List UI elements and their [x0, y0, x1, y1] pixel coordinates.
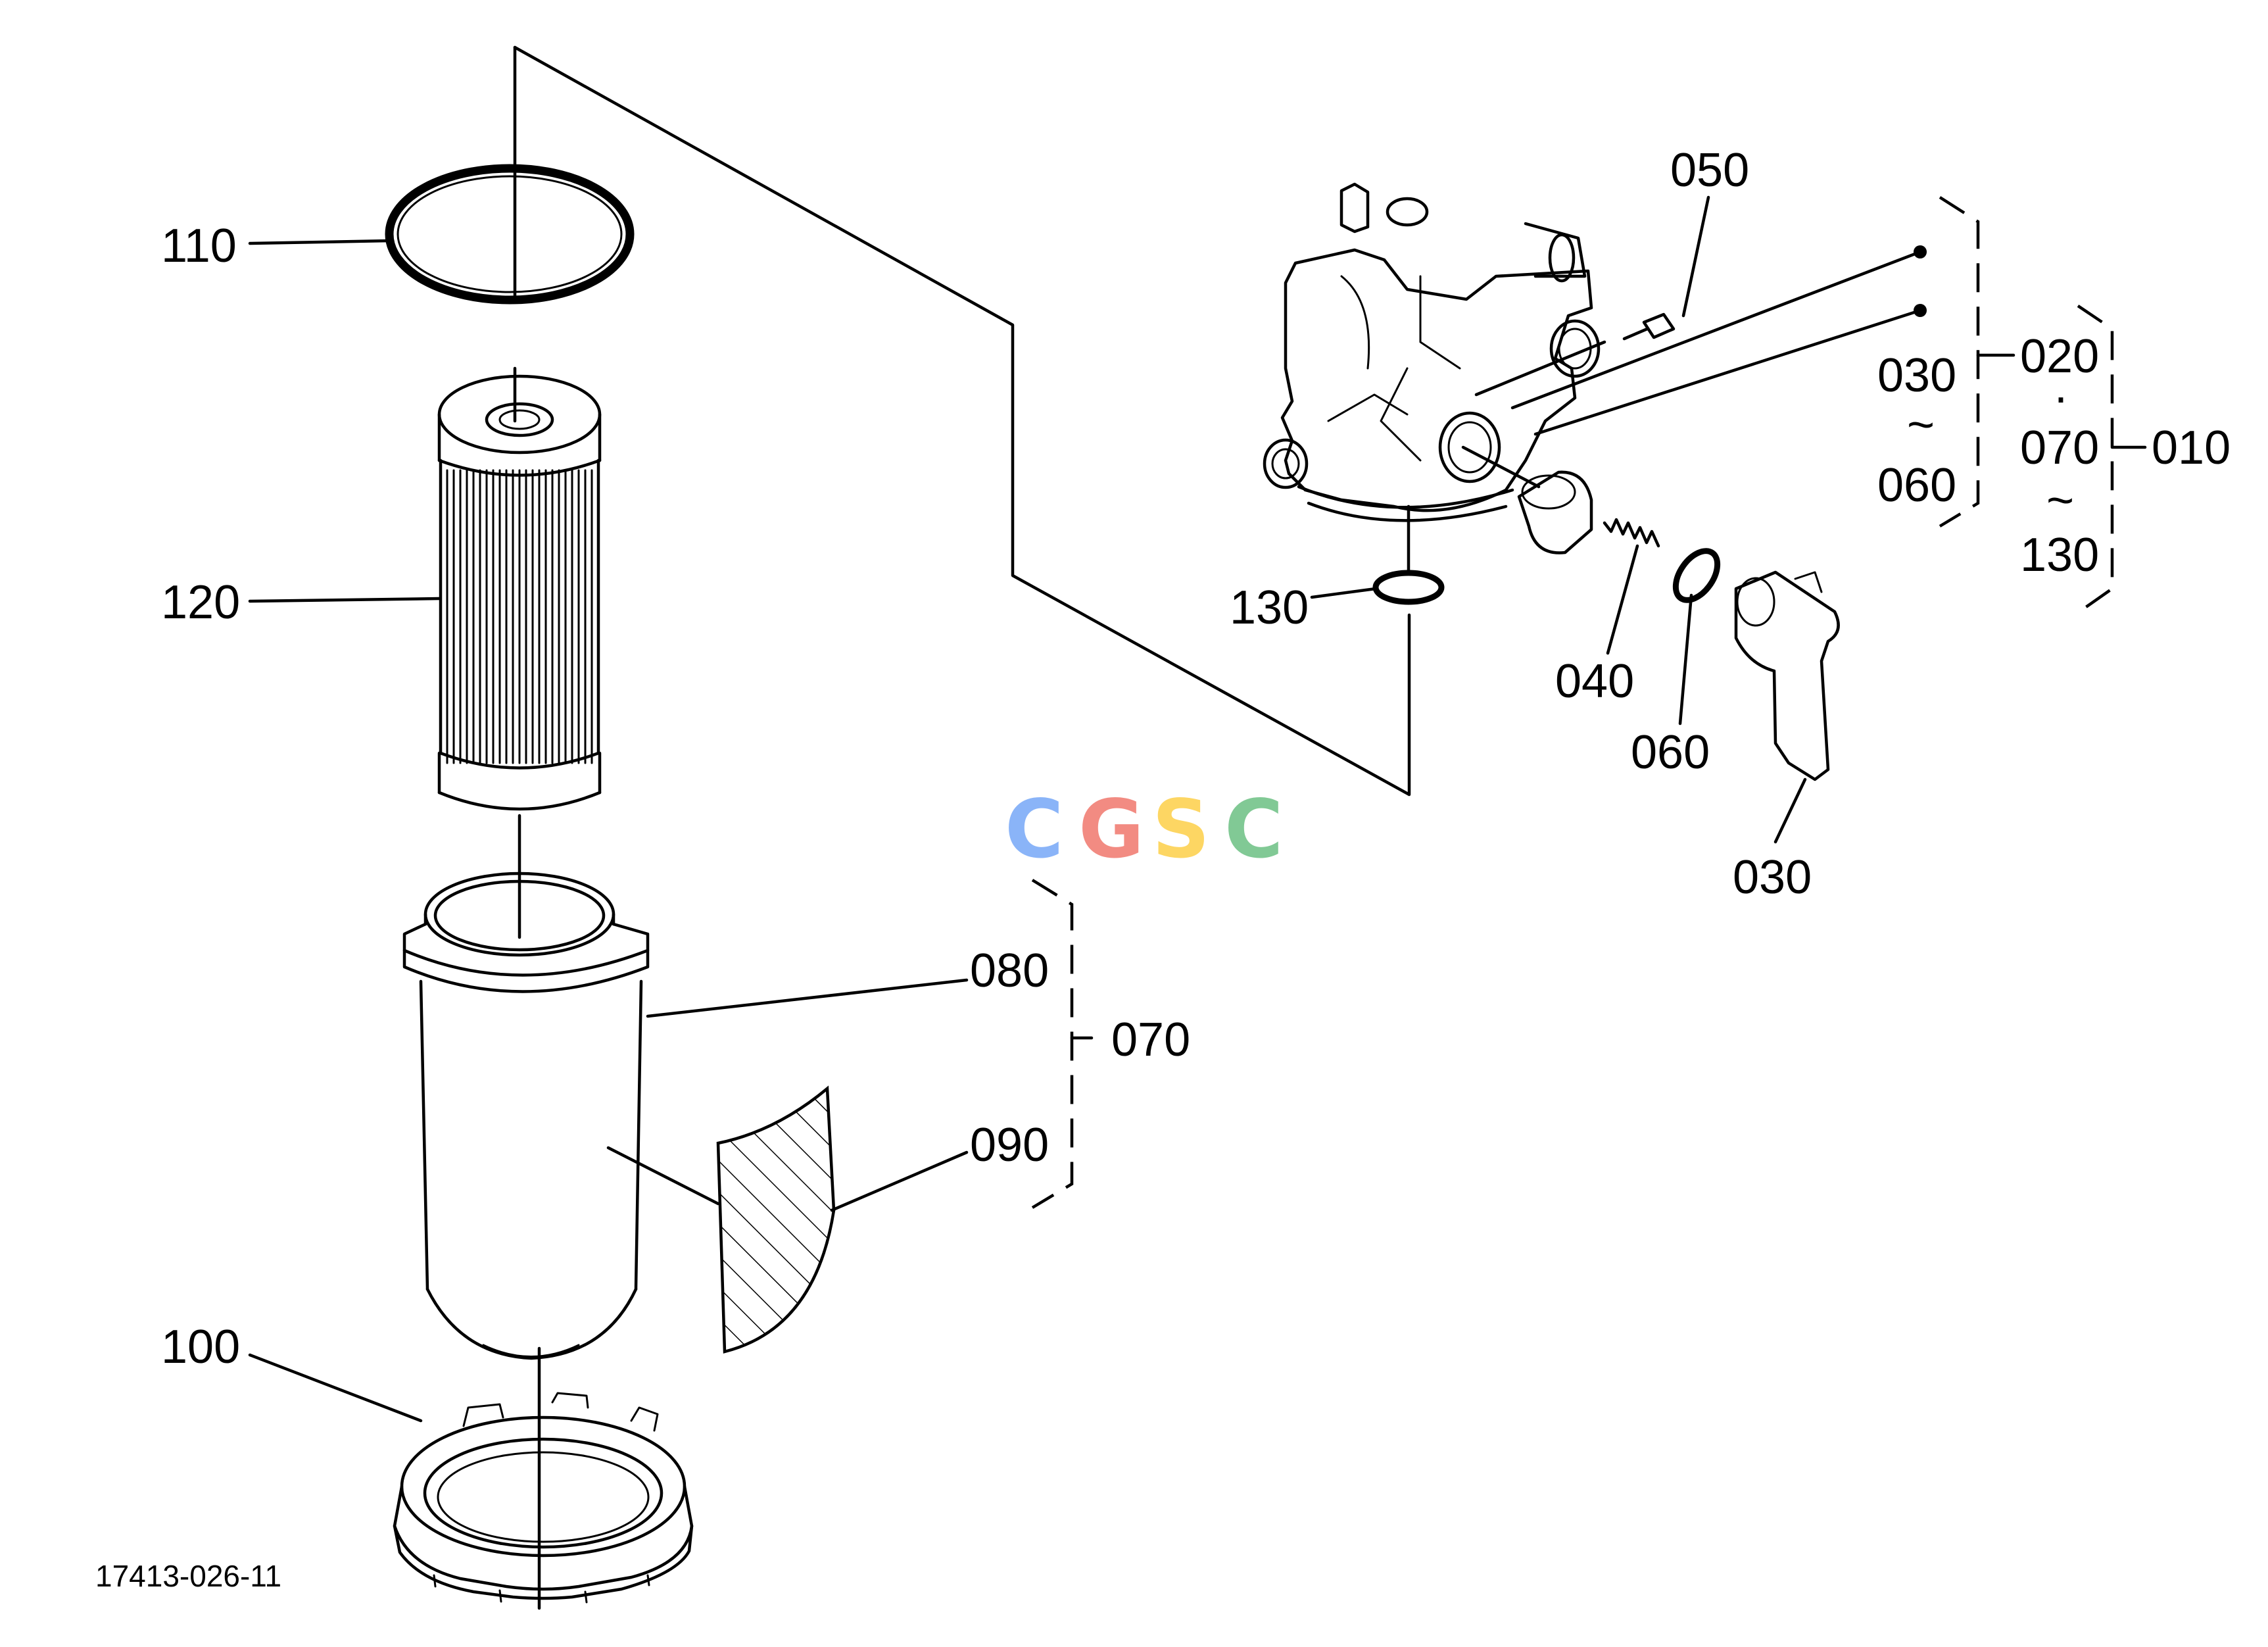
leader-060	[1678, 593, 1693, 725]
drawing-number: 17413-026-11	[95, 1559, 281, 1593]
leader-040	[1606, 544, 1639, 655]
callout-030: 030	[1733, 851, 1812, 904]
bowl-080	[402, 872, 720, 1360]
screw-050	[1474, 312, 1676, 397]
range-label-070: 070	[2020, 422, 2099, 474]
leader-130	[1310, 587, 1378, 599]
leader-110	[248, 239, 391, 245]
label-sheet-090	[716, 1085, 836, 1354]
callout-020: 020	[2020, 330, 2099, 383]
watermark-letter-g: G	[1078, 783, 1144, 876]
callout-130: 130	[1230, 581, 1309, 634]
range-label-130: 130	[2020, 529, 2099, 581]
bracket-020	[1939, 196, 2015, 528]
range-dot: ·	[2053, 371, 2069, 424]
bracket-010	[2073, 305, 2147, 616]
callout-040: 040	[1555, 655, 1634, 708]
leader-090	[830, 1150, 969, 1212]
ring-nut-100	[393, 1392, 694, 1604]
reference-dot-upper	[1914, 245, 1927, 258]
callout-050: 050	[1670, 144, 1749, 197]
filter-head-010	[1263, 182, 1601, 522]
bracket-070	[1031, 879, 1094, 1209]
leader-dot-upper	[1510, 250, 1922, 410]
leader-030	[1773, 777, 1807, 844]
spring-040	[1603, 518, 1660, 548]
range-tilde-2: ~	[2046, 474, 2074, 527]
callout-120: 120	[161, 576, 240, 629]
assembly-guide-outline	[513, 45, 1411, 797]
callout-110: 110	[161, 220, 237, 272]
o-ring-060	[1672, 548, 1721, 603]
filter-element-120	[437, 374, 602, 811]
watermark-letter-c2: C	[1224, 783, 1284, 876]
cgsc-watermark: C G S C	[1005, 783, 1284, 876]
watermark-letter-c1: C	[1005, 783, 1064, 876]
lever-030	[1734, 570, 1840, 781]
callout-100: 100	[161, 1321, 240, 1373]
cock-plug	[1461, 445, 1593, 554]
leader-dot-lower	[1533, 308, 1922, 436]
leader-120	[248, 597, 441, 603]
callout-060: 060	[1631, 726, 1710, 779]
callout-070: 070	[1111, 1014, 1190, 1066]
leader-080	[646, 978, 969, 1018]
callout-010: 010	[2152, 422, 2231, 474]
o-ring-110	[385, 164, 635, 305]
callout-090: 090	[970, 1119, 1049, 1171]
callout-080: 080	[970, 945, 1049, 997]
leader-050	[1681, 195, 1710, 318]
leader-100	[248, 1353, 423, 1423]
watermark-letter-s: S	[1152, 783, 1210, 876]
reference-dot-lower	[1914, 304, 1927, 317]
range-tilde-1: ~	[1907, 399, 1935, 451]
range-label-030: 030	[1877, 349, 1956, 402]
range-label-060: 060	[1877, 459, 1956, 512]
